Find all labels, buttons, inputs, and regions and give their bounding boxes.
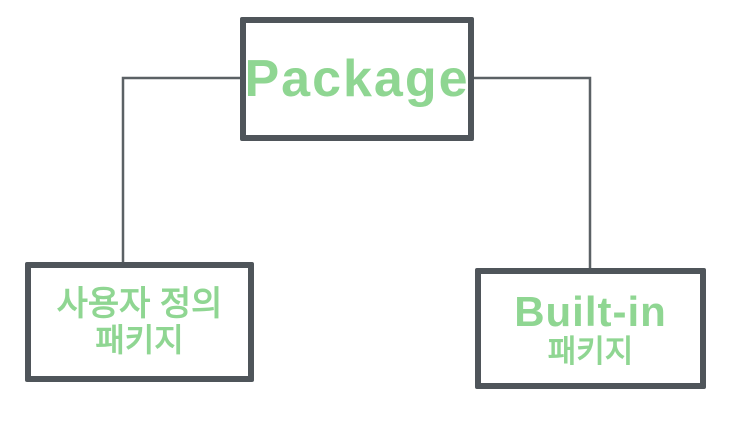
connector-left xyxy=(121,76,246,262)
package-node: Package xyxy=(240,17,474,141)
package-node-label: Package xyxy=(244,49,470,108)
builtin-package-node: Built-in 패키지 xyxy=(475,268,706,389)
builtin-package-label-line2: 패키지 xyxy=(547,333,634,369)
user-defined-package-label-line1: 사용자 정의 xyxy=(56,285,223,324)
connector-right xyxy=(468,76,592,268)
user-defined-package-label-line2: 패키지 xyxy=(95,322,184,359)
builtin-package-label-line1: Built-in xyxy=(514,287,667,335)
user-defined-package-node: 사용자 정의 패키지 xyxy=(25,262,254,382)
